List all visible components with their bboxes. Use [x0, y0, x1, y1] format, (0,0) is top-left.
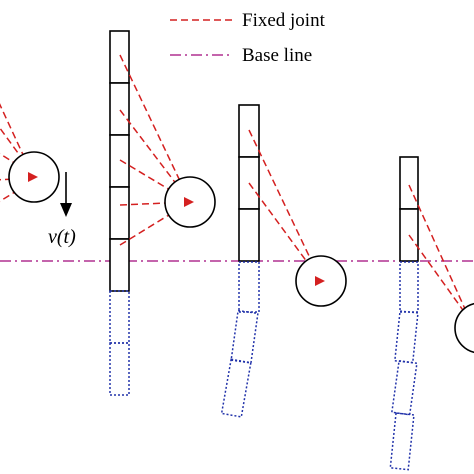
- fixed-joint-arrowhead: [315, 276, 325, 286]
- column-segment: [109, 30, 130, 84]
- fixed-joint-line: [0, 103, 33, 175]
- stage-3-column: [220, 104, 347, 418]
- fixed-joint-line: [119, 54, 191, 203]
- submerged-segment: [109, 290, 130, 344]
- column-segment: [109, 82, 130, 136]
- column-segment: [238, 208, 260, 262]
- base-line-legend-label: Base line: [242, 45, 312, 66]
- submerged-segment: [399, 261, 419, 313]
- submerged-segment: [391, 359, 418, 416]
- submerged-segment: [230, 309, 259, 364]
- fixed-joint-line: [408, 184, 471, 321]
- column-segment: [399, 156, 419, 210]
- impact-ball: [454, 302, 474, 354]
- column-segment: [109, 134, 130, 188]
- fixed-joint-line: [408, 234, 471, 321]
- submerged-chain: [220, 261, 260, 418]
- submerged-segment: [109, 342, 130, 396]
- submerged-segment: [238, 261, 260, 313]
- submerged-segment: [393, 310, 419, 364]
- stage-2-column: [109, 30, 216, 396]
- fixed-joint-line: [119, 109, 191, 203]
- submerged-chain: [389, 261, 419, 471]
- stage-4-column: [389, 156, 474, 471]
- fixed-joint-arrowhead: [184, 197, 194, 207]
- fixed-joint-legend-label: Fixed joint: [242, 10, 326, 31]
- column-segment: [109, 238, 130, 292]
- velocity-label: v(t): [48, 226, 76, 248]
- fixed-joint-line: [248, 129, 322, 282]
- submerged-segment: [220, 358, 252, 418]
- submerged-segment: [389, 412, 415, 471]
- velocity-arrow-head: [60, 203, 72, 217]
- fixed-joint-arrowhead: [28, 172, 38, 182]
- stage-1-ball-approach: v(t): [0, 103, 76, 248]
- column-segment: [109, 186, 130, 240]
- legend: Fixed joint Base line: [170, 10, 326, 66]
